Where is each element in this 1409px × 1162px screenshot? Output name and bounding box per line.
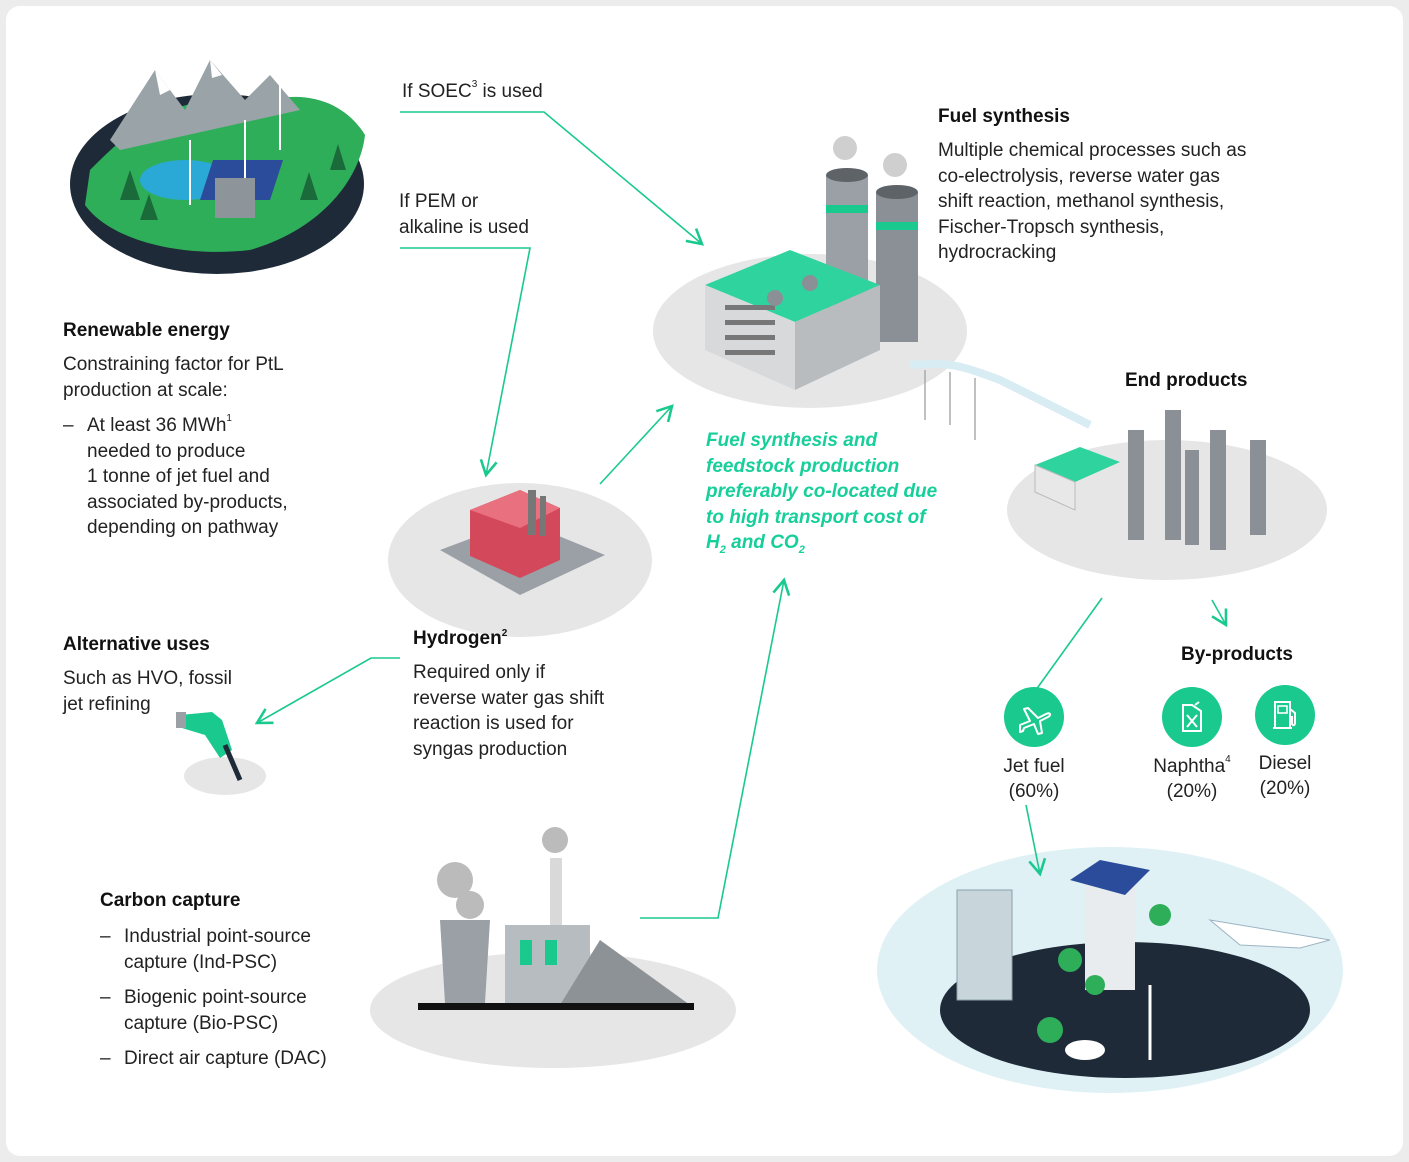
renewable-energy-illustration (70, 60, 365, 274)
soec-label: If SOEC3 is used (402, 79, 543, 102)
airplane-icon (1004, 687, 1064, 747)
airport-illustration (877, 847, 1343, 1093)
carbon-capture-illustration (370, 827, 736, 1068)
fuel-synthesis-title: Fuel synthesis (938, 106, 1070, 127)
hydrogen-plant-illustration (388, 483, 652, 637)
fuel-synthesis-illustration (653, 136, 1092, 440)
hydrogen-title: Hydrogen2 (413, 628, 508, 649)
carbon-capture-section: Carbon capture Industrial point-sourceca… (100, 890, 360, 1072)
end-products-title: End products (1125, 370, 1248, 391)
fuel-synthesis-section: Fuel synthesis Multiple chemical process… (938, 106, 1298, 266)
by-products-title: By-products (1181, 644, 1293, 665)
naphtha-label: Naphtha4(20%) (1153, 754, 1231, 802)
fuel-pump-icon (1255, 685, 1315, 745)
renewable-energy-title: Renewable energy (63, 320, 230, 341)
renewable-energy-section: Renewable energy Constraining factor for… (63, 320, 363, 541)
jet-fuel-label: Jet fuel(60%) (1003, 756, 1065, 802)
diesel-label: Diesel(20%) (1258, 753, 1312, 799)
fuel-nozzle-illustration (176, 712, 266, 795)
flow-arrows (254, 111, 1228, 919)
carbon-capture-item: Direct air capture (DAC) (100, 1046, 360, 1072)
carbon-capture-title: Carbon capture (100, 890, 241, 911)
refinery-illustration (1007, 410, 1327, 580)
alternative-uses-title: Alternative uses (63, 634, 210, 655)
jerrycan-icon (1162, 687, 1222, 747)
